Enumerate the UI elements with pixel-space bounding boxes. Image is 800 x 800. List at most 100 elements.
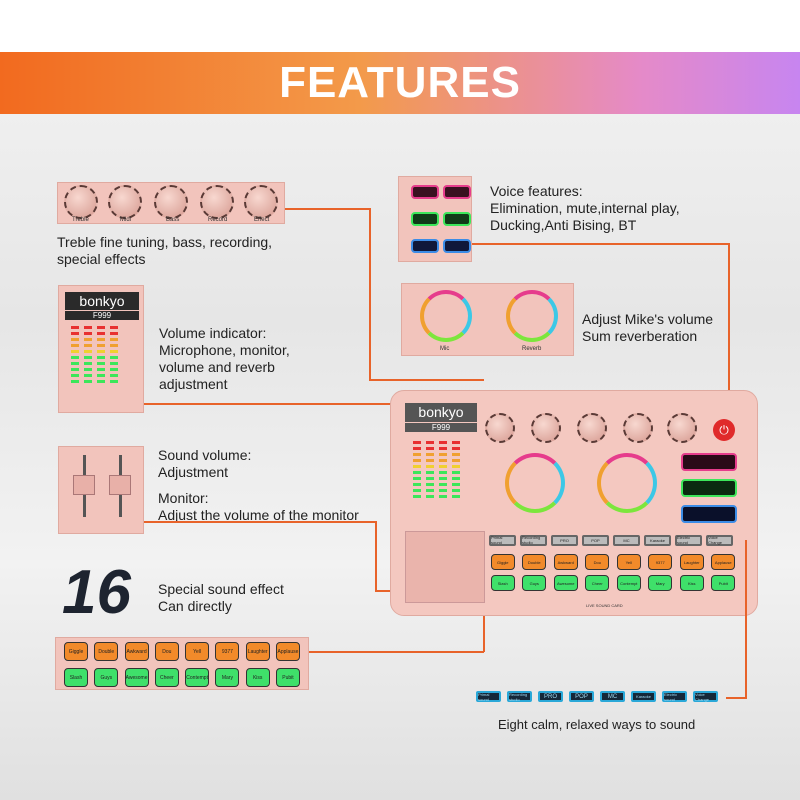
device-effect-button[interactable]: Yell (616, 554, 641, 570)
voice-pad[interactable] (411, 185, 439, 199)
device-mode-button[interactable]: Recording studio (520, 534, 547, 546)
mode-button[interactable]: Karaoke (631, 691, 656, 702)
device-effect-button[interactable]: Guys (522, 575, 547, 591)
effect-button[interactable]: 9377 (215, 642, 240, 661)
device-mode-button[interactable]: Karaoke (644, 534, 671, 546)
device-mode-button[interactable]: Primal sound (489, 534, 516, 546)
knob-midi-icon[interactable] (108, 185, 142, 219)
vu-segment (97, 326, 105, 329)
knob-label: Treble (72, 217, 89, 223)
effect-button[interactable]: Slash (64, 668, 88, 687)
device-effect-button[interactable]: Cheer (585, 575, 610, 591)
voice-pad[interactable] (411, 239, 439, 253)
device-reverb-knob-icon[interactable] (597, 453, 657, 513)
mode-button[interactable]: POP (569, 691, 594, 702)
knob-treble-icon[interactable] (64, 185, 98, 219)
voice-pad[interactable] (443, 212, 471, 226)
vu-segment (110, 326, 118, 329)
volume-fader[interactable] (73, 475, 95, 495)
device-knob-icon[interactable] (485, 413, 515, 443)
effect-button[interactable]: Yell (185, 642, 210, 661)
knob-effect-icon[interactable] (244, 185, 278, 219)
voice-pad[interactable] (443, 185, 471, 199)
vu-segment (110, 362, 118, 365)
effect-button[interactable]: Kiss (245, 668, 270, 687)
device-mode-button[interactable]: POP (582, 534, 609, 546)
vu-segment (110, 356, 118, 359)
device-effect-button[interactable]: Double (522, 554, 547, 570)
vu-segment (97, 356, 105, 359)
mode-button-row: Primal sound Recording studio PRO POP MC Kara… (476, 691, 736, 702)
device-knob-icon[interactable] (623, 413, 653, 443)
model-label: F999 (65, 311, 139, 320)
vu-segment (97, 344, 105, 347)
fader-panel (58, 446, 144, 534)
vu-segment (110, 380, 118, 383)
monitor-fader[interactable] (109, 475, 131, 495)
voice-pad[interactable] (411, 212, 439, 226)
device-effect-button[interactable]: Giggle (490, 554, 515, 570)
vu-segment (413, 495, 421, 498)
device-effect-button[interactable]: Kiss (679, 575, 704, 591)
device-voice-pad[interactable] (681, 453, 737, 471)
device-mode-button[interactable]: MC (613, 534, 640, 546)
mode-button[interactable]: Primal sound (476, 691, 501, 702)
vu-segment (97, 368, 105, 371)
voice-caption: Voice features:Elimination, mute,interna… (490, 183, 730, 234)
knob-bass-icon[interactable] (154, 185, 188, 219)
effect-button[interactable]: Awkward (124, 642, 149, 661)
effect-button[interactable]: Mary (215, 668, 240, 687)
modes-caption: Eight calm, relaxed ways to sound (498, 717, 696, 732)
voice-pad[interactable] (443, 239, 471, 253)
mic-caption: Adjust Mike's volume Sum reverberation (582, 311, 714, 344)
device-faders[interactable] (405, 531, 485, 603)
knob-record-icon[interactable] (200, 185, 234, 219)
effect-button[interactable]: Laughter (245, 642, 270, 661)
effect-button[interactable]: Giggle (64, 642, 88, 661)
sound-body: Adjustment (158, 464, 229, 480)
effect-button[interactable]: Dou (154, 642, 179, 661)
effect-button[interactable]: Awesome (124, 668, 149, 687)
vu-segment (426, 477, 434, 480)
effect-button[interactable]: Pubit (275, 668, 300, 687)
device-effect-button[interactable]: Applause (711, 554, 736, 570)
device-effect-button[interactable]: Awkward (553, 554, 578, 570)
device-effect-button[interactable]: Slash (490, 575, 515, 591)
connector-line (144, 403, 484, 405)
mode-button[interactable]: Recording studio (507, 691, 532, 702)
device-knob-icon[interactable] (577, 413, 607, 443)
device-mode-button[interactable]: PRO (551, 534, 578, 546)
device-mic-knob-icon[interactable] (505, 453, 565, 513)
mic-knob-icon[interactable] (420, 290, 472, 342)
device-voice-pad[interactable] (681, 505, 737, 523)
effect-button[interactable]: Guys (94, 668, 119, 687)
knobs-caption: Treble fine tuning, bass, recording, spe… (57, 234, 273, 267)
device-mode-button[interactable]: Electric sound (675, 534, 702, 546)
voice-title: Voice features: (490, 183, 583, 199)
effect-button[interactable]: Contempt (185, 668, 210, 687)
device-effect-button[interactable]: Contempt (616, 575, 641, 591)
device-effect-button[interactable]: Laughter (679, 554, 704, 570)
connector-line (726, 697, 747, 699)
device-effect-button[interactable]: 9377 (648, 554, 673, 570)
device-mode-button[interactable]: Voice Change (706, 534, 733, 546)
vu-segment (110, 338, 118, 341)
reverb-knob-icon[interactable] (506, 290, 558, 342)
device-effect-button[interactable]: Mary (648, 575, 673, 591)
effect-button[interactable]: Double (94, 642, 119, 661)
mode-button[interactable]: Voice Change (693, 691, 718, 702)
mode-button[interactable]: Electric sound (662, 691, 687, 702)
effect-button[interactable]: Cheer (154, 668, 179, 687)
device-effect-button[interactable]: Pubit (711, 575, 736, 591)
device-knob-icon[interactable] (667, 413, 697, 443)
mode-button[interactable]: MC (600, 691, 625, 702)
vu-segment (84, 368, 92, 371)
effect-button[interactable]: Applause (275, 642, 300, 661)
device-knob-icon[interactable] (531, 413, 561, 443)
device-effect-button[interactable]: Awesome (553, 575, 578, 591)
device-voice-pad[interactable] (681, 479, 737, 497)
mode-button[interactable]: PRO (538, 691, 563, 702)
device-effect-button[interactable]: Dou (585, 554, 610, 570)
sound-caption: Sound volume: Adjustment Monitor: Adjust… (158, 447, 378, 524)
power-button-icon[interactable]: ⏻ (713, 419, 735, 441)
